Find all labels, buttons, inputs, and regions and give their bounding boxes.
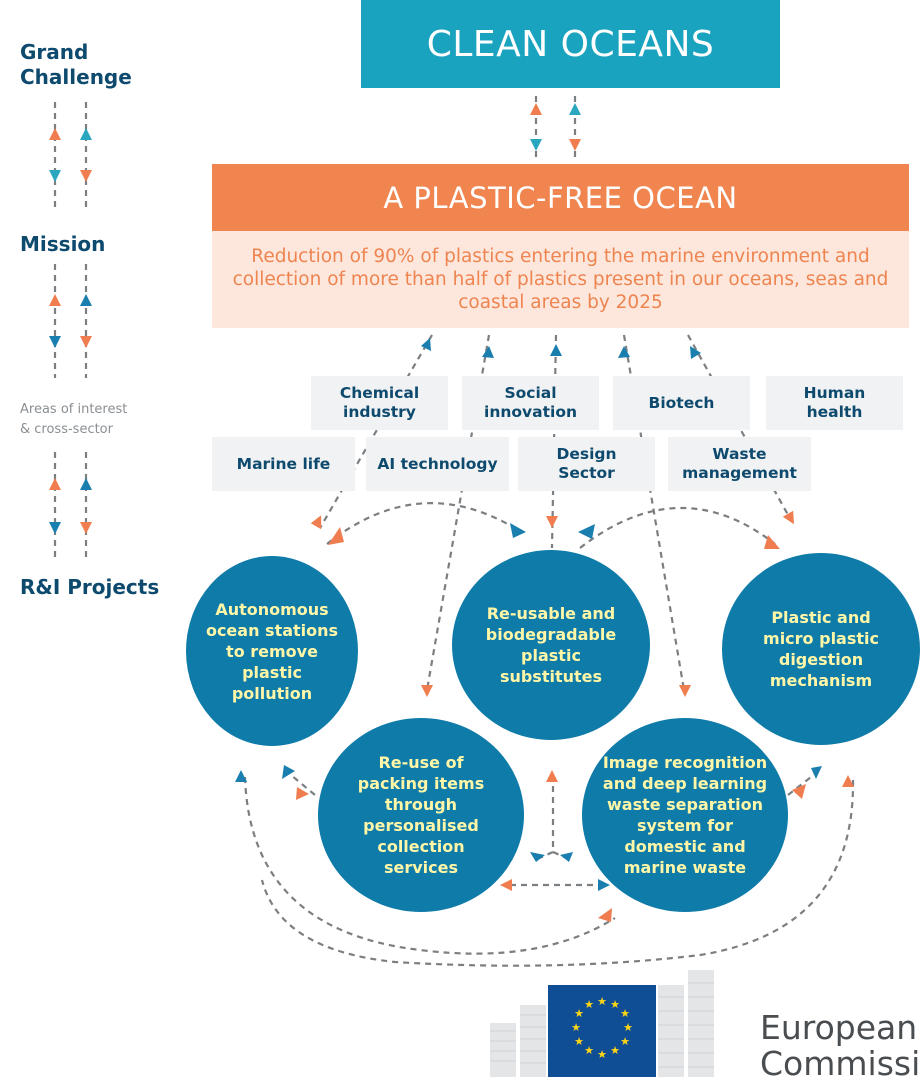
area-tag-human-health: Human health [766, 376, 903, 430]
svg-text:★: ★ [584, 1044, 594, 1057]
eu-building-graphic [490, 970, 714, 1077]
project-label: Autonomous ocean stations to remove plas… [205, 599, 339, 703]
svg-text:★: ★ [620, 1007, 630, 1020]
eu-flag-icon: ★★★ ★★★ ★★★ ★★★ [548, 985, 656, 1077]
area-tag-waste-management: Waste management [668, 437, 811, 491]
grand-challenge-title: CLEAN OCEANS [426, 23, 715, 65]
project-reusable-biodegradable-plastics: Re-usable and biodegradable plastic subs… [452, 550, 650, 740]
area-tag-ai-technology: AI technology [366, 437, 509, 491]
project-reuse-packing-items: Re-use of packing items through personal… [318, 718, 524, 912]
area-tag-design-sector: Design Sector [518, 437, 655, 491]
area-tag-chemical-industry: Chemical industry [311, 376, 448, 430]
svg-text:★: ★ [574, 1035, 584, 1048]
svg-text:★: ★ [610, 1044, 620, 1057]
area-tag-biotech: Biotech [613, 376, 750, 430]
svg-text:★: ★ [574, 1007, 584, 1020]
svg-text:★: ★ [584, 998, 594, 1011]
mission-description: Reduction of 90% of plastics entering th… [232, 246, 889, 313]
legend-grand-challenge: Grand Challenge [20, 40, 132, 89]
project-image-recognition-waste-separation: Image recognition and deep learning wast… [582, 718, 788, 912]
svg-text:★: ★ [623, 1021, 633, 1034]
mission-box: A PLASTIC-FREE OCEAN [212, 164, 909, 231]
legend-areas: Areas of interest & cross-sector [20, 402, 128, 437]
area-tag-social-innovation: Social innovation [462, 376, 599, 430]
svg-text:★: ★ [597, 995, 607, 1008]
grand-challenge-box: CLEAN OCEANS [361, 0, 780, 88]
project-plastic-digestion-mechanism: Plastic and micro plastic digestion mech… [722, 553, 920, 745]
project-label: Plastic and micro plastic digestion mech… [763, 608, 879, 690]
project-label: Re-use of packing items through personal… [357, 753, 485, 877]
svg-text:★: ★ [620, 1035, 630, 1048]
svg-text:★: ★ [610, 998, 620, 1011]
mission-title: A PLASTIC-FREE OCEAN [383, 180, 738, 215]
project-autonomous-ocean-stations: Autonomous ocean stations to remove plas… [186, 556, 358, 746]
project-label: Image recognition and deep learning wast… [602, 753, 768, 877]
project-label: Re-usable and biodegradable plastic subs… [485, 604, 617, 686]
european-commission-logo-text: European Commission [760, 1008, 920, 1083]
legend-mission: Mission [20, 232, 106, 256]
svg-text:★: ★ [571, 1021, 581, 1034]
legend-projects: R&I Projects [20, 575, 160, 599]
svg-text:★: ★ [597, 1048, 607, 1061]
area-tag-marine-life: Marine life [212, 437, 355, 491]
mission-description-box: Reduction of 90% of plastics entering th… [212, 231, 909, 328]
